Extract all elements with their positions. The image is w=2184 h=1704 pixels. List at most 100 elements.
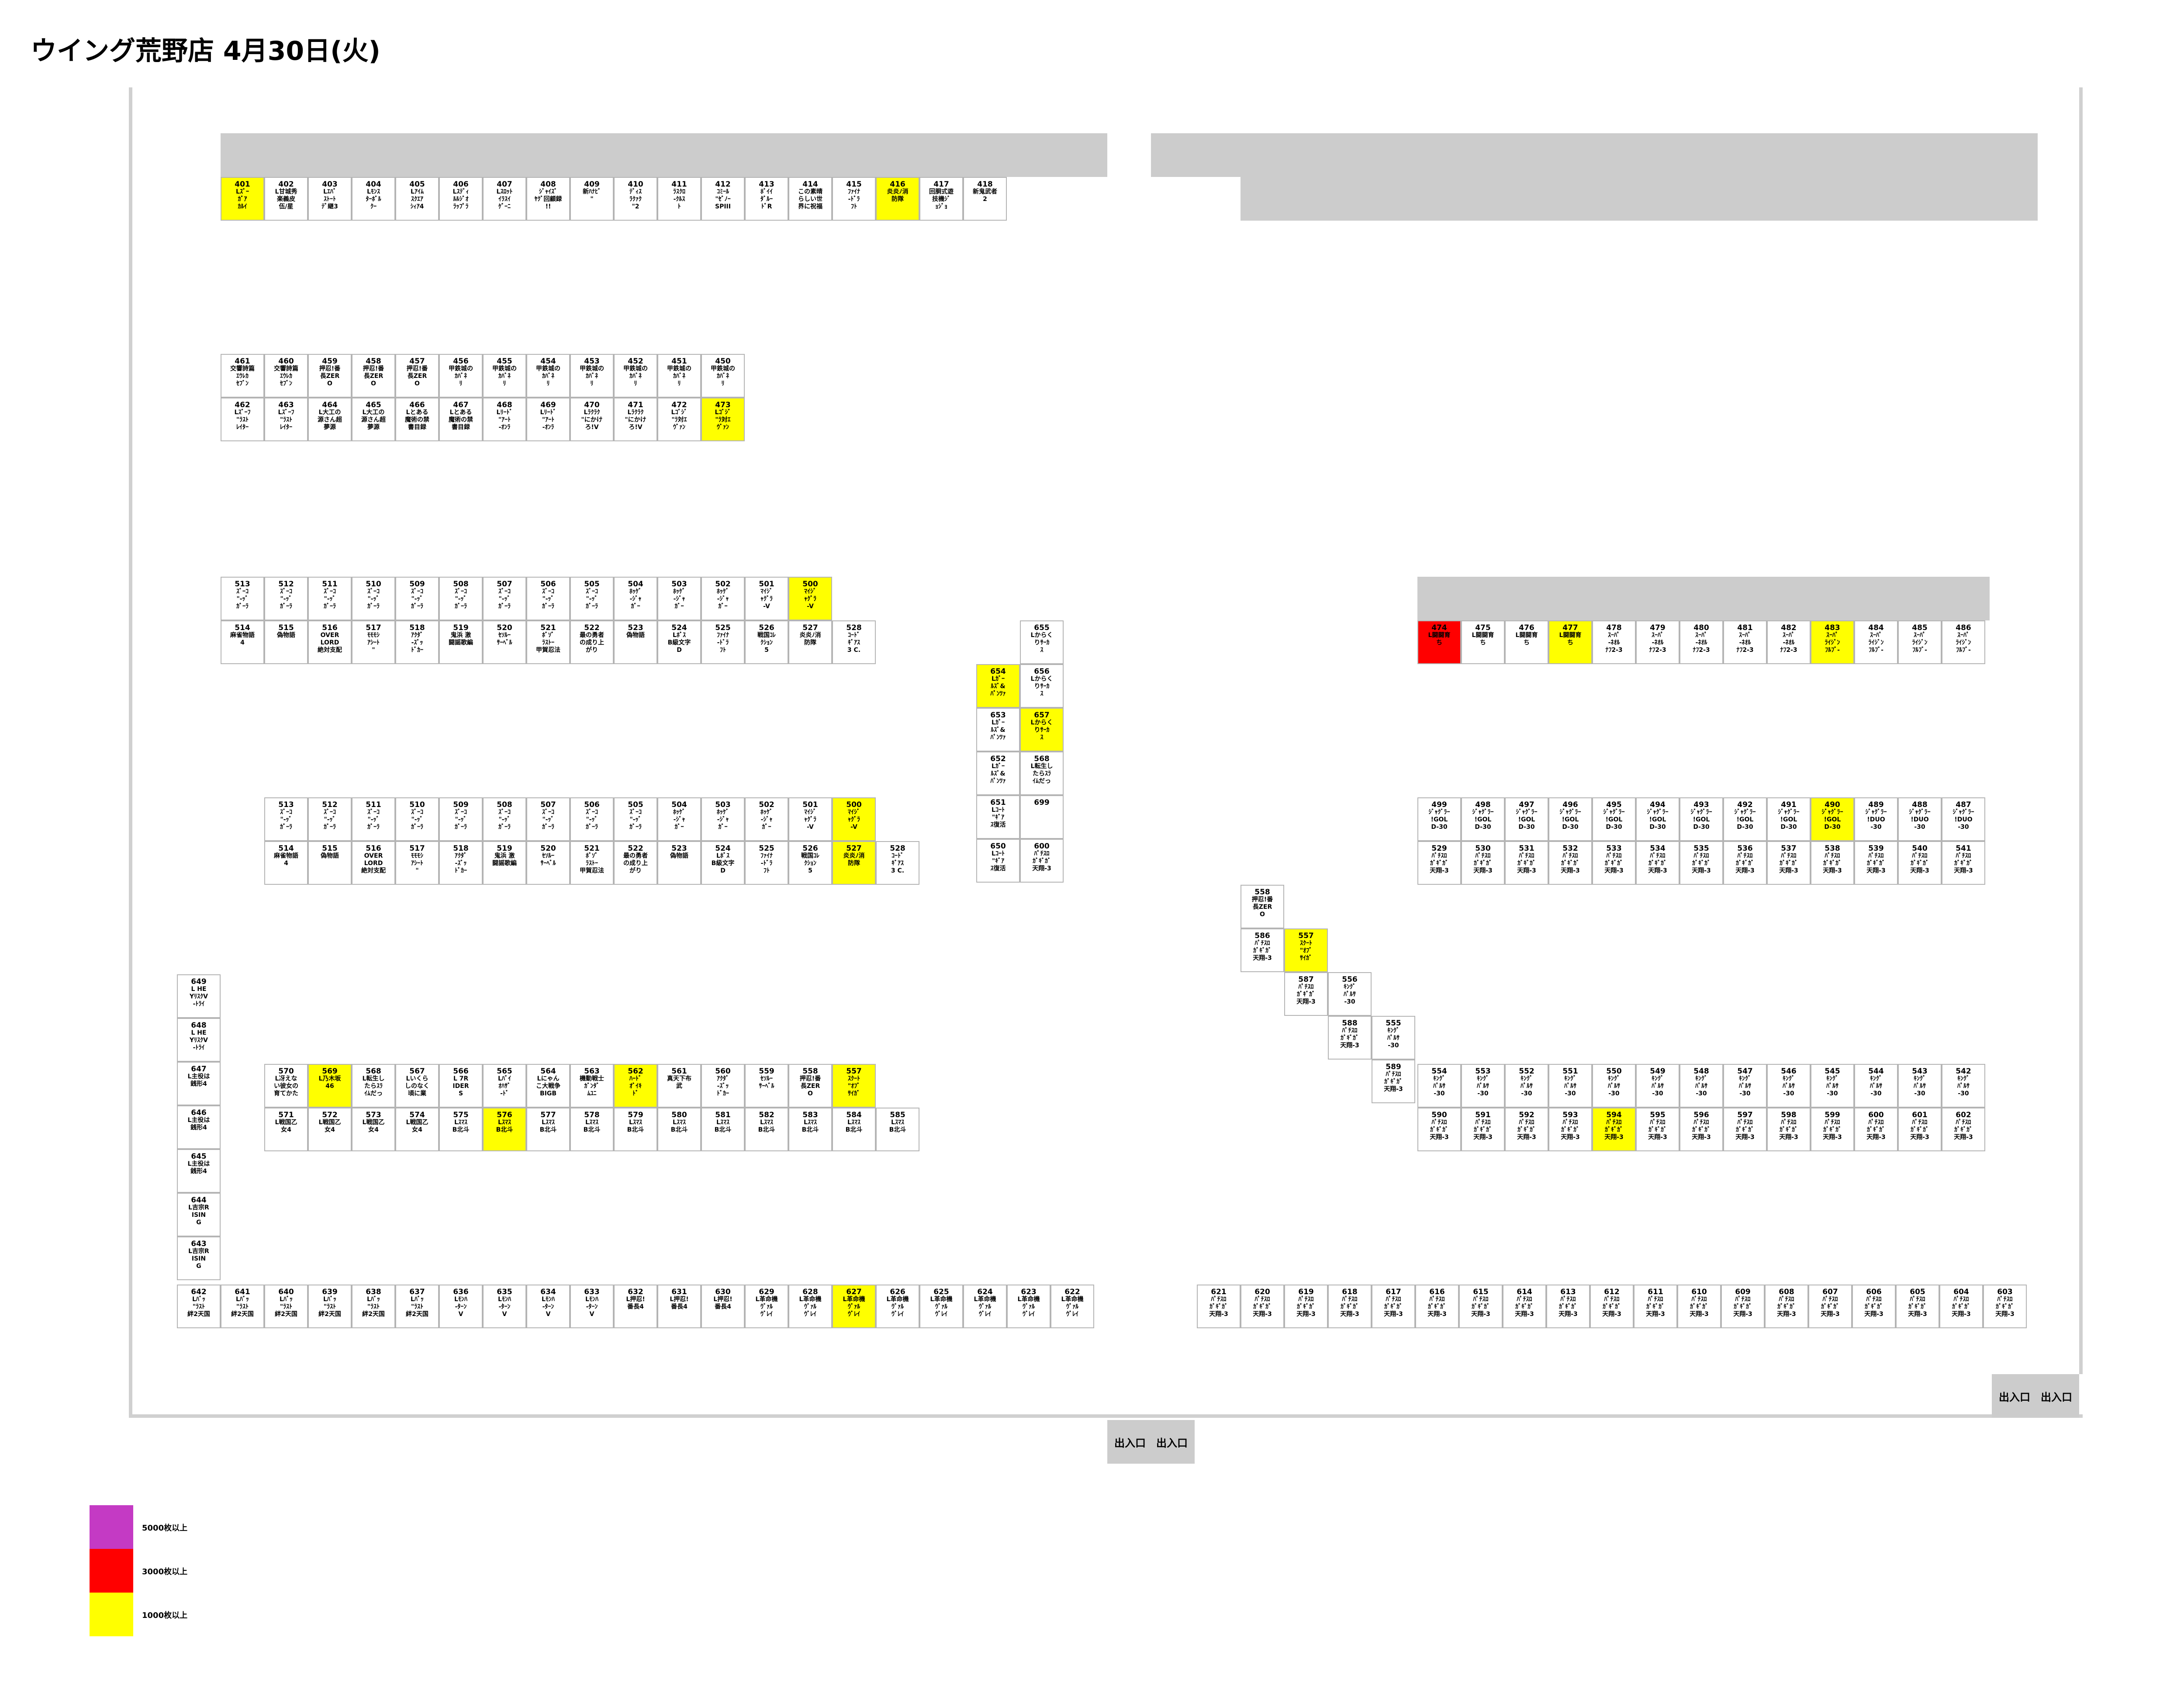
exit-right[interactable]: 出入口 出入口 — [1992, 1374, 2079, 1418]
